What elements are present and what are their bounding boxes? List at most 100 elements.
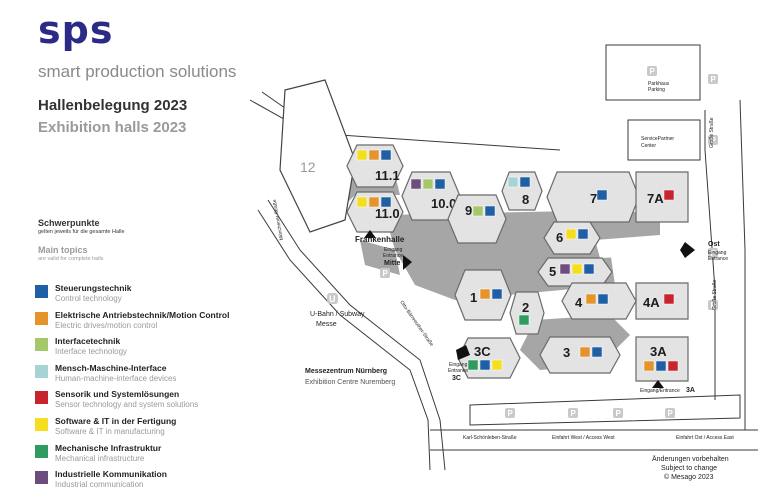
topic-square-drives: [643, 360, 655, 372]
hall-3C[interactable]: 3C: [457, 337, 521, 379]
topic-square-control: [380, 196, 392, 208]
hall-2[interactable]: 2: [509, 291, 545, 335]
hall-outline: [447, 194, 507, 244]
hall-9[interactable]: 9: [447, 194, 507, 244]
ost-eingang-label: Eingang: [708, 250, 727, 256]
hall-number: 1: [470, 290, 477, 305]
hall-3[interactable]: 3: [539, 336, 621, 374]
hall-7A[interactable]: 7A: [635, 171, 689, 223]
label-3c-entrance: 3C: [452, 375, 461, 382]
ubahn-label: U-Bahn / Subway: [310, 311, 365, 318]
parkhaus-label: Parkhaus: [648, 81, 670, 87]
parking-icon: [505, 408, 515, 418]
hall-number: 5: [549, 264, 556, 279]
legend-label-de: Elektrische Antriebstechnik/Motion Contr…: [55, 309, 230, 320]
topic-square-control: [484, 205, 496, 217]
eingang-mitte-label: Eingang: [384, 247, 403, 253]
hall-11-0[interactable]: 11.0: [346, 191, 404, 233]
legend-swatch: [35, 364, 48, 378]
mitte-label: Mitte: [384, 260, 400, 267]
ost-label: Ost: [708, 241, 720, 248]
parking-letter: P: [508, 409, 514, 418]
hall-4A[interactable]: 4A: [635, 282, 689, 320]
hall-8[interactable]: 8: [501, 171, 543, 211]
topic-square-mechanical: [467, 359, 479, 371]
hall-11-1[interactable]: 11.1: [346, 144, 404, 188]
topic-square-control: [491, 288, 503, 300]
hall-6[interactable]: 6: [543, 221, 601, 255]
footer-line-3: © Mesago 2023: [664, 473, 714, 481]
topic-square-control: [577, 228, 589, 240]
topic-square-sensor: [667, 360, 679, 372]
hall-number: 11.1: [375, 168, 400, 183]
hall-outline: [635, 171, 689, 223]
legend-swatch: [35, 417, 48, 431]
hall-number: 4: [575, 295, 583, 310]
street-otto-label: Otto-Bärnreuther-Straße: [398, 300, 434, 348]
frankenhalle-label: Frankenhalle: [355, 235, 405, 244]
hall-number: 7A: [647, 191, 664, 206]
legend-label-de: Mechanische Infrastruktur: [55, 442, 162, 453]
legend-label-en: Control technology: [55, 294, 122, 303]
hall-4[interactable]: 4: [561, 282, 637, 320]
parking-icon: [380, 268, 390, 278]
einfahrt-ost-label: Einfahrt Ost / Access East: [676, 435, 734, 441]
topic-square-control: [591, 346, 603, 358]
legend-item: Elektrische Antriebstechnik/Motion Contr…: [35, 310, 265, 337]
topic-square-drives: [368, 196, 380, 208]
ost-entrance-label: Entrance: [708, 256, 728, 262]
legend-swatch: [35, 285, 48, 298]
legend-label-en: Software & IT in manufacturing: [55, 426, 165, 436]
service-label-2: Center: [641, 143, 656, 149]
legend-label-en: Human-machine-interface devices: [55, 373, 177, 383]
hall-number: 10.0: [431, 196, 456, 211]
hall-5[interactable]: 5: [537, 257, 613, 287]
topics-note-en: are valid for complete halls: [38, 256, 104, 262]
place-labels: Frankenhalle Eingang Entrance Mitte U-Ba…: [272, 81, 735, 481]
subway-icon: [327, 293, 338, 304]
hall-7[interactable]: 7: [546, 171, 640, 223]
topic-square-drives: [585, 293, 597, 305]
hall-12: [279, 79, 356, 233]
legend-swatch: [35, 444, 48, 458]
parking-label: Parking: [648, 87, 665, 93]
messezentrum-de-label: Messezentrum Nürnberg: [305, 368, 387, 375]
hall-10-0[interactable]: 10.0: [401, 171, 461, 221]
entrance-mitte-label: Entrance: [383, 253, 403, 259]
parking-letter: P: [711, 301, 717, 310]
entrance-arrows: [364, 230, 695, 388]
einfahrt-west-label: Einfahrt West / Access West: [552, 435, 615, 441]
hall-number: 2: [522, 300, 529, 315]
topic-square-control: [596, 189, 608, 201]
parking-icon: [568, 408, 578, 418]
legend-swatch: [35, 391, 48, 405]
legend-label-de: Industrielle Kommunikation: [55, 469, 167, 480]
hall-number: 3A: [650, 344, 667, 359]
eingang-3c-label: Eingang: [449, 362, 468, 368]
roads: [249, 44, 758, 471]
topic-square-interface: [472, 205, 484, 217]
hall-number: 3C: [474, 344, 491, 359]
topic-square-mechanical: [518, 314, 530, 326]
footer-line-1: Änderungen vorbehalten: [652, 455, 729, 463]
parking-icon: [665, 408, 675, 418]
topics-heading-en: Main topics: [38, 245, 88, 255]
legend-label-de: Sensorik und Systemlösungen: [55, 389, 180, 400]
hall-1[interactable]: 1: [454, 269, 512, 321]
parking-letter: P: [650, 67, 656, 76]
topic-square-communication: [410, 178, 422, 190]
street-grosse-label-1: Große Straße: [709, 117, 715, 148]
hall-number: 3: [563, 345, 570, 360]
topic-square-control: [479, 359, 491, 371]
hall-number: 11.0: [375, 206, 400, 221]
parking-letter: P: [616, 409, 622, 418]
parking-icon: [708, 248, 718, 258]
hall-3A[interactable]: 3A: [635, 336, 689, 382]
sps-logo: sps: [38, 8, 114, 52]
parking-letter: P: [711, 249, 717, 258]
topic-square-control: [583, 263, 595, 275]
